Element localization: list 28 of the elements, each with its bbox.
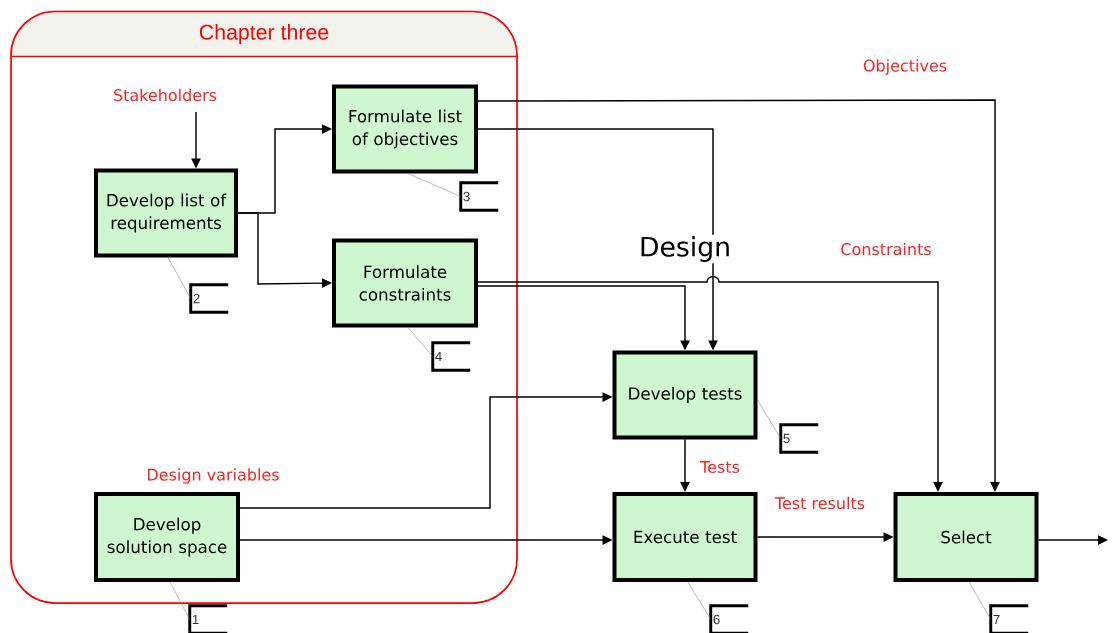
edge-label: Tests [698, 459, 742, 475]
callout-number: 4 [431, 341, 471, 372]
process-box: Execute test [612, 492, 758, 582]
leader-line [407, 173, 461, 197]
process-box: Develop list of requirements [94, 168, 238, 258]
leader-line [407, 327, 433, 357]
callout-number: 2 [189, 283, 229, 314]
leader-line [167, 257, 191, 299]
process-box: Develop tests [612, 350, 758, 440]
leader-line [757, 399, 781, 439]
edge-label: Constraints [839, 241, 933, 257]
edge-label: Objectives [861, 57, 949, 77]
callout-number: 6 [709, 604, 749, 633]
leader-line [968, 581, 991, 620]
process-box: Formulate list of objectives [332, 84, 478, 174]
edge-label: Test results [773, 495, 867, 511]
callout-number: 5 [779, 423, 819, 454]
process-box: Select [893, 492, 1039, 582]
process-box: Formulate constraints [332, 238, 478, 328]
leader-line [687, 581, 711, 620]
callout-number: 1 [188, 604, 228, 633]
leader-line [169, 581, 190, 620]
edge-label: Design variables [145, 466, 281, 486]
diagram-label: Design [637, 234, 733, 264]
edge-label: Stakeholders [111, 87, 219, 103]
callout-number: 3 [459, 181, 499, 212]
callout-number: 7 [989, 604, 1029, 633]
process-box: Develop solution space [94, 492, 240, 582]
